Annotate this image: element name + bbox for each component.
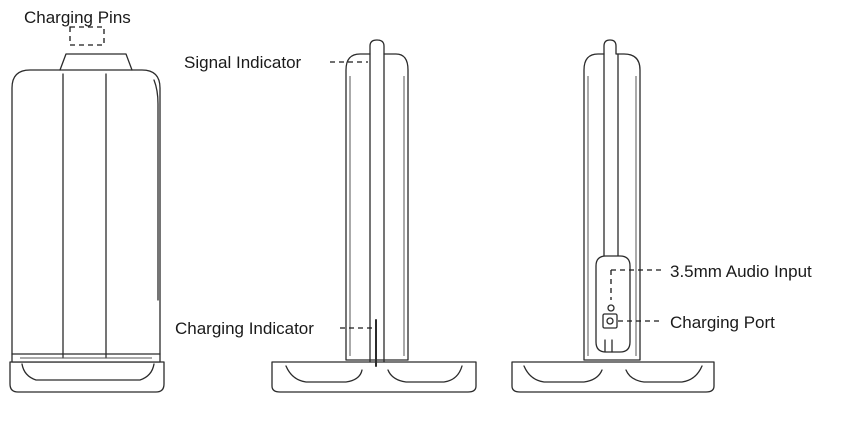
charging-pins-box bbox=[69, 26, 105, 46]
charging-port-label: Charging Port bbox=[670, 313, 775, 332]
audio-input-label: 3.5mm Audio Input bbox=[670, 262, 812, 281]
front-base bbox=[9, 361, 165, 393]
front-body bbox=[11, 53, 161, 363]
side-view-left bbox=[271, 39, 477, 393]
signal-indicator-label: Signal Indicator bbox=[184, 53, 302, 72]
front-view bbox=[9, 26, 165, 393]
charging-pins-label: Charging Pins bbox=[24, 8, 131, 27]
side-base bbox=[271, 361, 477, 393]
right-base bbox=[511, 361, 715, 393]
charging-indicator-label: Charging Indicator bbox=[175, 319, 314, 338]
charging-port-icon bbox=[602, 313, 618, 329]
audio-jack-icon bbox=[607, 304, 615, 312]
side-body bbox=[345, 39, 409, 361]
side-view-right bbox=[511, 39, 715, 393]
